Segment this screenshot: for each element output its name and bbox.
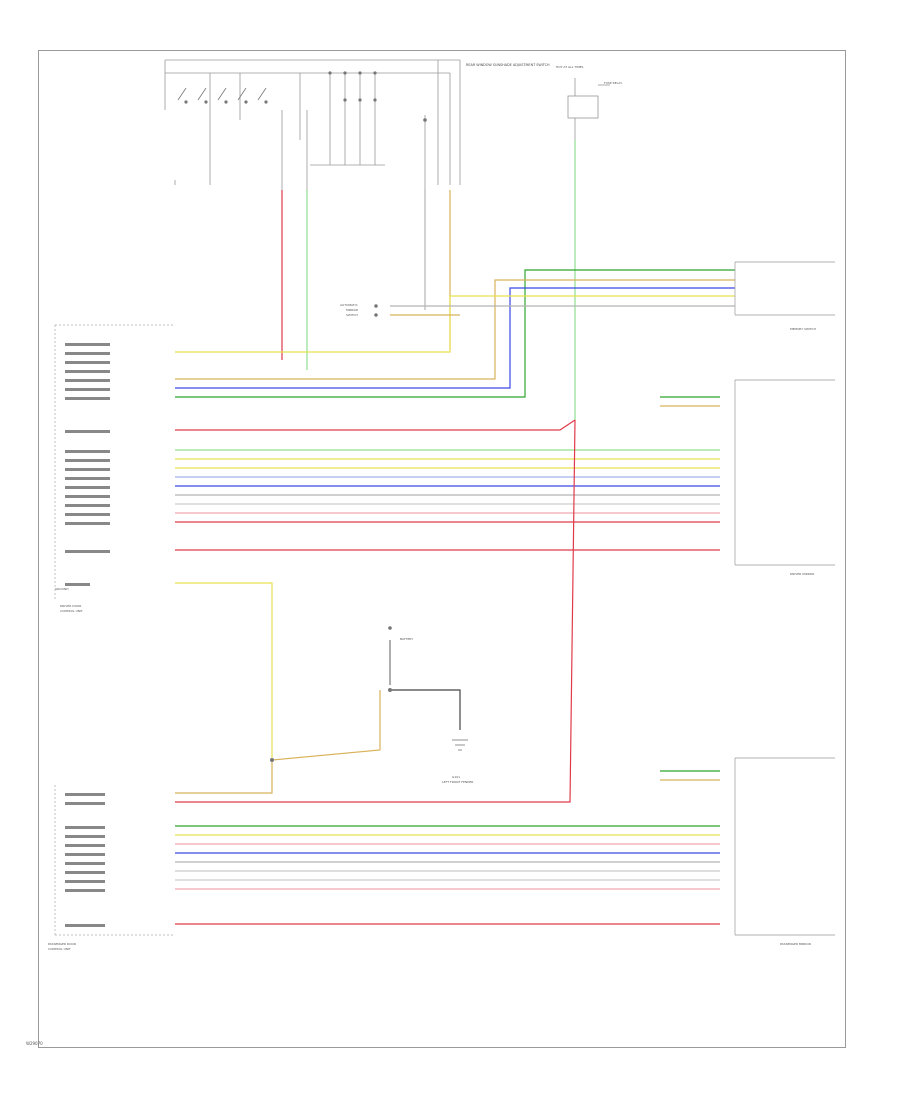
auto-mirror-label-2: MIRROR — [346, 308, 358, 312]
passenger-mirror-wires — [175, 825, 720, 925]
passenger-mirror-feed — [175, 419, 576, 803]
ground-wire-section — [175, 582, 461, 794]
fuse-hot-label: HOT AT ALL TIMES — [556, 65, 584, 69]
auto-mirror-switch — [374, 304, 378, 317]
auto-mirror-label-1: AUTOMATIC — [340, 303, 358, 307]
fuse-relay-label: FUSE RELAY — [604, 81, 622, 85]
driver-cu-pins — [65, 343, 110, 586]
fuse-relay — [567, 78, 610, 140]
passenger-cu-outline — [54, 785, 175, 936]
auto-mirror-label-3: SWITCH — [346, 313, 358, 317]
passenger-cu-pins — [65, 793, 105, 927]
driver-mirror-wires — [175, 449, 720, 551]
passenger-mirror-box — [734, 757, 835, 936]
top-switch-label: REAR WINDOW SUNSHADE ADJUSTMENT SWITCH — [466, 63, 550, 67]
diagram-id: W29070 — [26, 1041, 43, 1046]
driver-cu-label-2: CONTROL UNIT — [60, 609, 83, 613]
diagram-frame — [38, 50, 846, 1048]
driver-door-cu-outline — [54, 324, 175, 600]
memory-switch-box — [734, 261, 835, 316]
driver-mirror-label: DRIVER MIRROR — [790, 572, 814, 576]
battery-label: BATTERY — [400, 637, 413, 641]
ground-mid-label: GROUND — [55, 587, 69, 591]
ground-label-2: LEFT FRONT FENDER — [442, 780, 473, 784]
top-harness — [164, 59, 461, 190]
switch-contacts — [177, 71, 427, 122]
driver-mirror-box — [734, 379, 835, 566]
passenger-mirror-label: PASSENGER MIRROR — [780, 942, 811, 946]
mirror-feed-wire — [175, 419, 576, 431]
passenger-cu-label-2: CONTROL UNIT — [48, 947, 71, 951]
memory-switch-label: MEMORY SWITCH — [790, 327, 816, 331]
battery-symbol — [269, 626, 468, 763]
memory-switch-wires — [175, 269, 735, 398]
ground-label-1: G101 — [452, 775, 460, 779]
passenger-cu-label-1: PASSENGER DOOR — [48, 942, 76, 946]
driver-cu-label-1: DRIVER DOOR — [60, 604, 81, 608]
